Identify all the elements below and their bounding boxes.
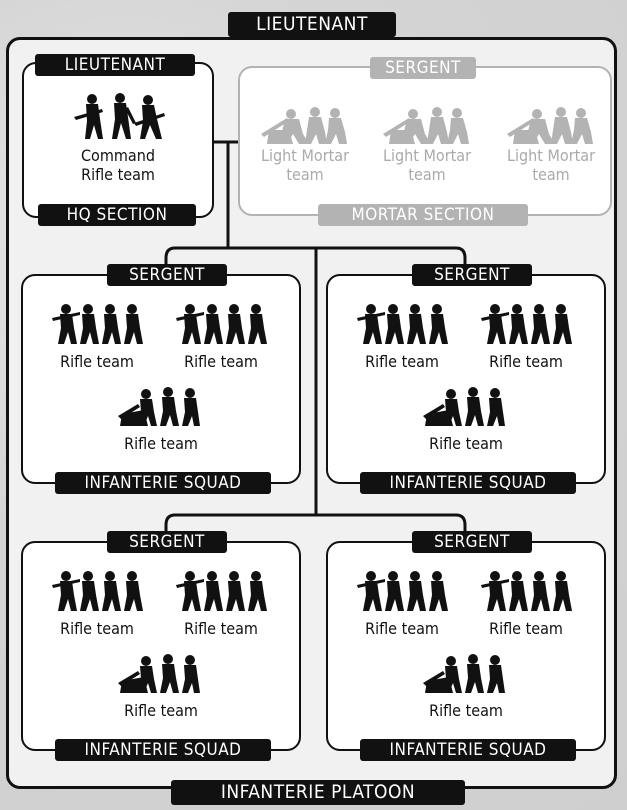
rifle-team-label: Rifle team: [365, 352, 439, 371]
light-mortar-team-label: Light Mortar team: [369, 146, 485, 184]
rifle-team-label: Rifle team: [60, 619, 134, 638]
rifle-team-icon: [423, 654, 505, 693]
rifle-team-label: Rifle team: [365, 619, 439, 638]
hq-section-label: HQ SECTION: [38, 204, 196, 226]
command-rifle-team-icon: [74, 93, 165, 139]
mortar-team-line1: Light Mortar: [506, 146, 595, 165]
rifle-team-icon: [118, 387, 200, 426]
rifle-team-label: Rifle team: [429, 701, 503, 720]
rifle-team-icon: [357, 571, 448, 611]
hq-team-line1: Command: [81, 146, 155, 165]
rifle-team-icon: [176, 571, 267, 611]
mortar-sergent-label: SERGENT: [370, 57, 476, 79]
hq-team-line2: Rifle team: [81, 165, 155, 184]
squad-sergent-label: SERGENT: [107, 264, 227, 286]
light-mortar-team-icon: [261, 107, 347, 144]
platoon-name-label: INFANTERIE PLATOON: [171, 780, 465, 805]
rifle-team-label: Rifle team: [489, 352, 563, 371]
rifle-team-label: Rifle team: [184, 619, 258, 638]
rifle-team-label: Rifle team: [489, 619, 563, 638]
mortar-team-line1: Light Mortar: [260, 146, 349, 165]
hq-commander-label: LIEUTENANT: [35, 54, 195, 76]
mortar-team-line2: team: [532, 165, 570, 184]
rifle-team-label: Rifle team: [429, 434, 503, 453]
squad-sergent-label: SERGENT: [412, 531, 532, 553]
rifle-team-label: Rifle team: [184, 352, 258, 371]
mortar-team-line2: team: [286, 165, 324, 184]
light-mortar-team-icon: [383, 107, 469, 144]
squad-name-label: INFANTERIE SQUAD: [55, 739, 271, 761]
squad-name-label: INFANTERIE SQUAD: [360, 472, 576, 494]
rifle-team-icon: [118, 654, 200, 693]
mortar-section-label: MORTAR SECTION: [318, 204, 528, 226]
mortar-team-line1: Light Mortar: [382, 146, 471, 165]
rifle-team-icon: [423, 387, 505, 426]
rifle-team-icon: [176, 304, 267, 344]
light-mortar-team-label: Light Mortar team: [493, 146, 609, 184]
hq-section-box: [22, 62, 214, 218]
squad-sergent-label: SERGENT: [107, 531, 227, 553]
rifle-team-icon: [481, 571, 572, 611]
rifle-team-label: Rifle team: [124, 701, 198, 720]
squad-name-label: INFANTERIE SQUAD: [55, 472, 271, 494]
rifle-team-icon: [481, 304, 572, 344]
platoon-commander-label: LIEUTENANT: [228, 12, 396, 37]
rifle-team-icon: [52, 571, 143, 611]
squad-name-label: INFANTERIE SQUAD: [360, 739, 576, 761]
rifle-team-icon: [52, 304, 143, 344]
rifle-team-label: Rifle team: [124, 434, 198, 453]
rifle-team-label: Rifle team: [60, 352, 134, 371]
mortar-team-line2: team: [408, 165, 446, 184]
rifle-team-icon: [357, 304, 448, 344]
light-mortar-team-label: Light Mortar team: [247, 146, 363, 184]
light-mortar-team-icon: [507, 107, 593, 144]
squad-sergent-label: SERGENT: [412, 264, 532, 286]
hq-team-label: Command Rifle team: [52, 146, 184, 184]
